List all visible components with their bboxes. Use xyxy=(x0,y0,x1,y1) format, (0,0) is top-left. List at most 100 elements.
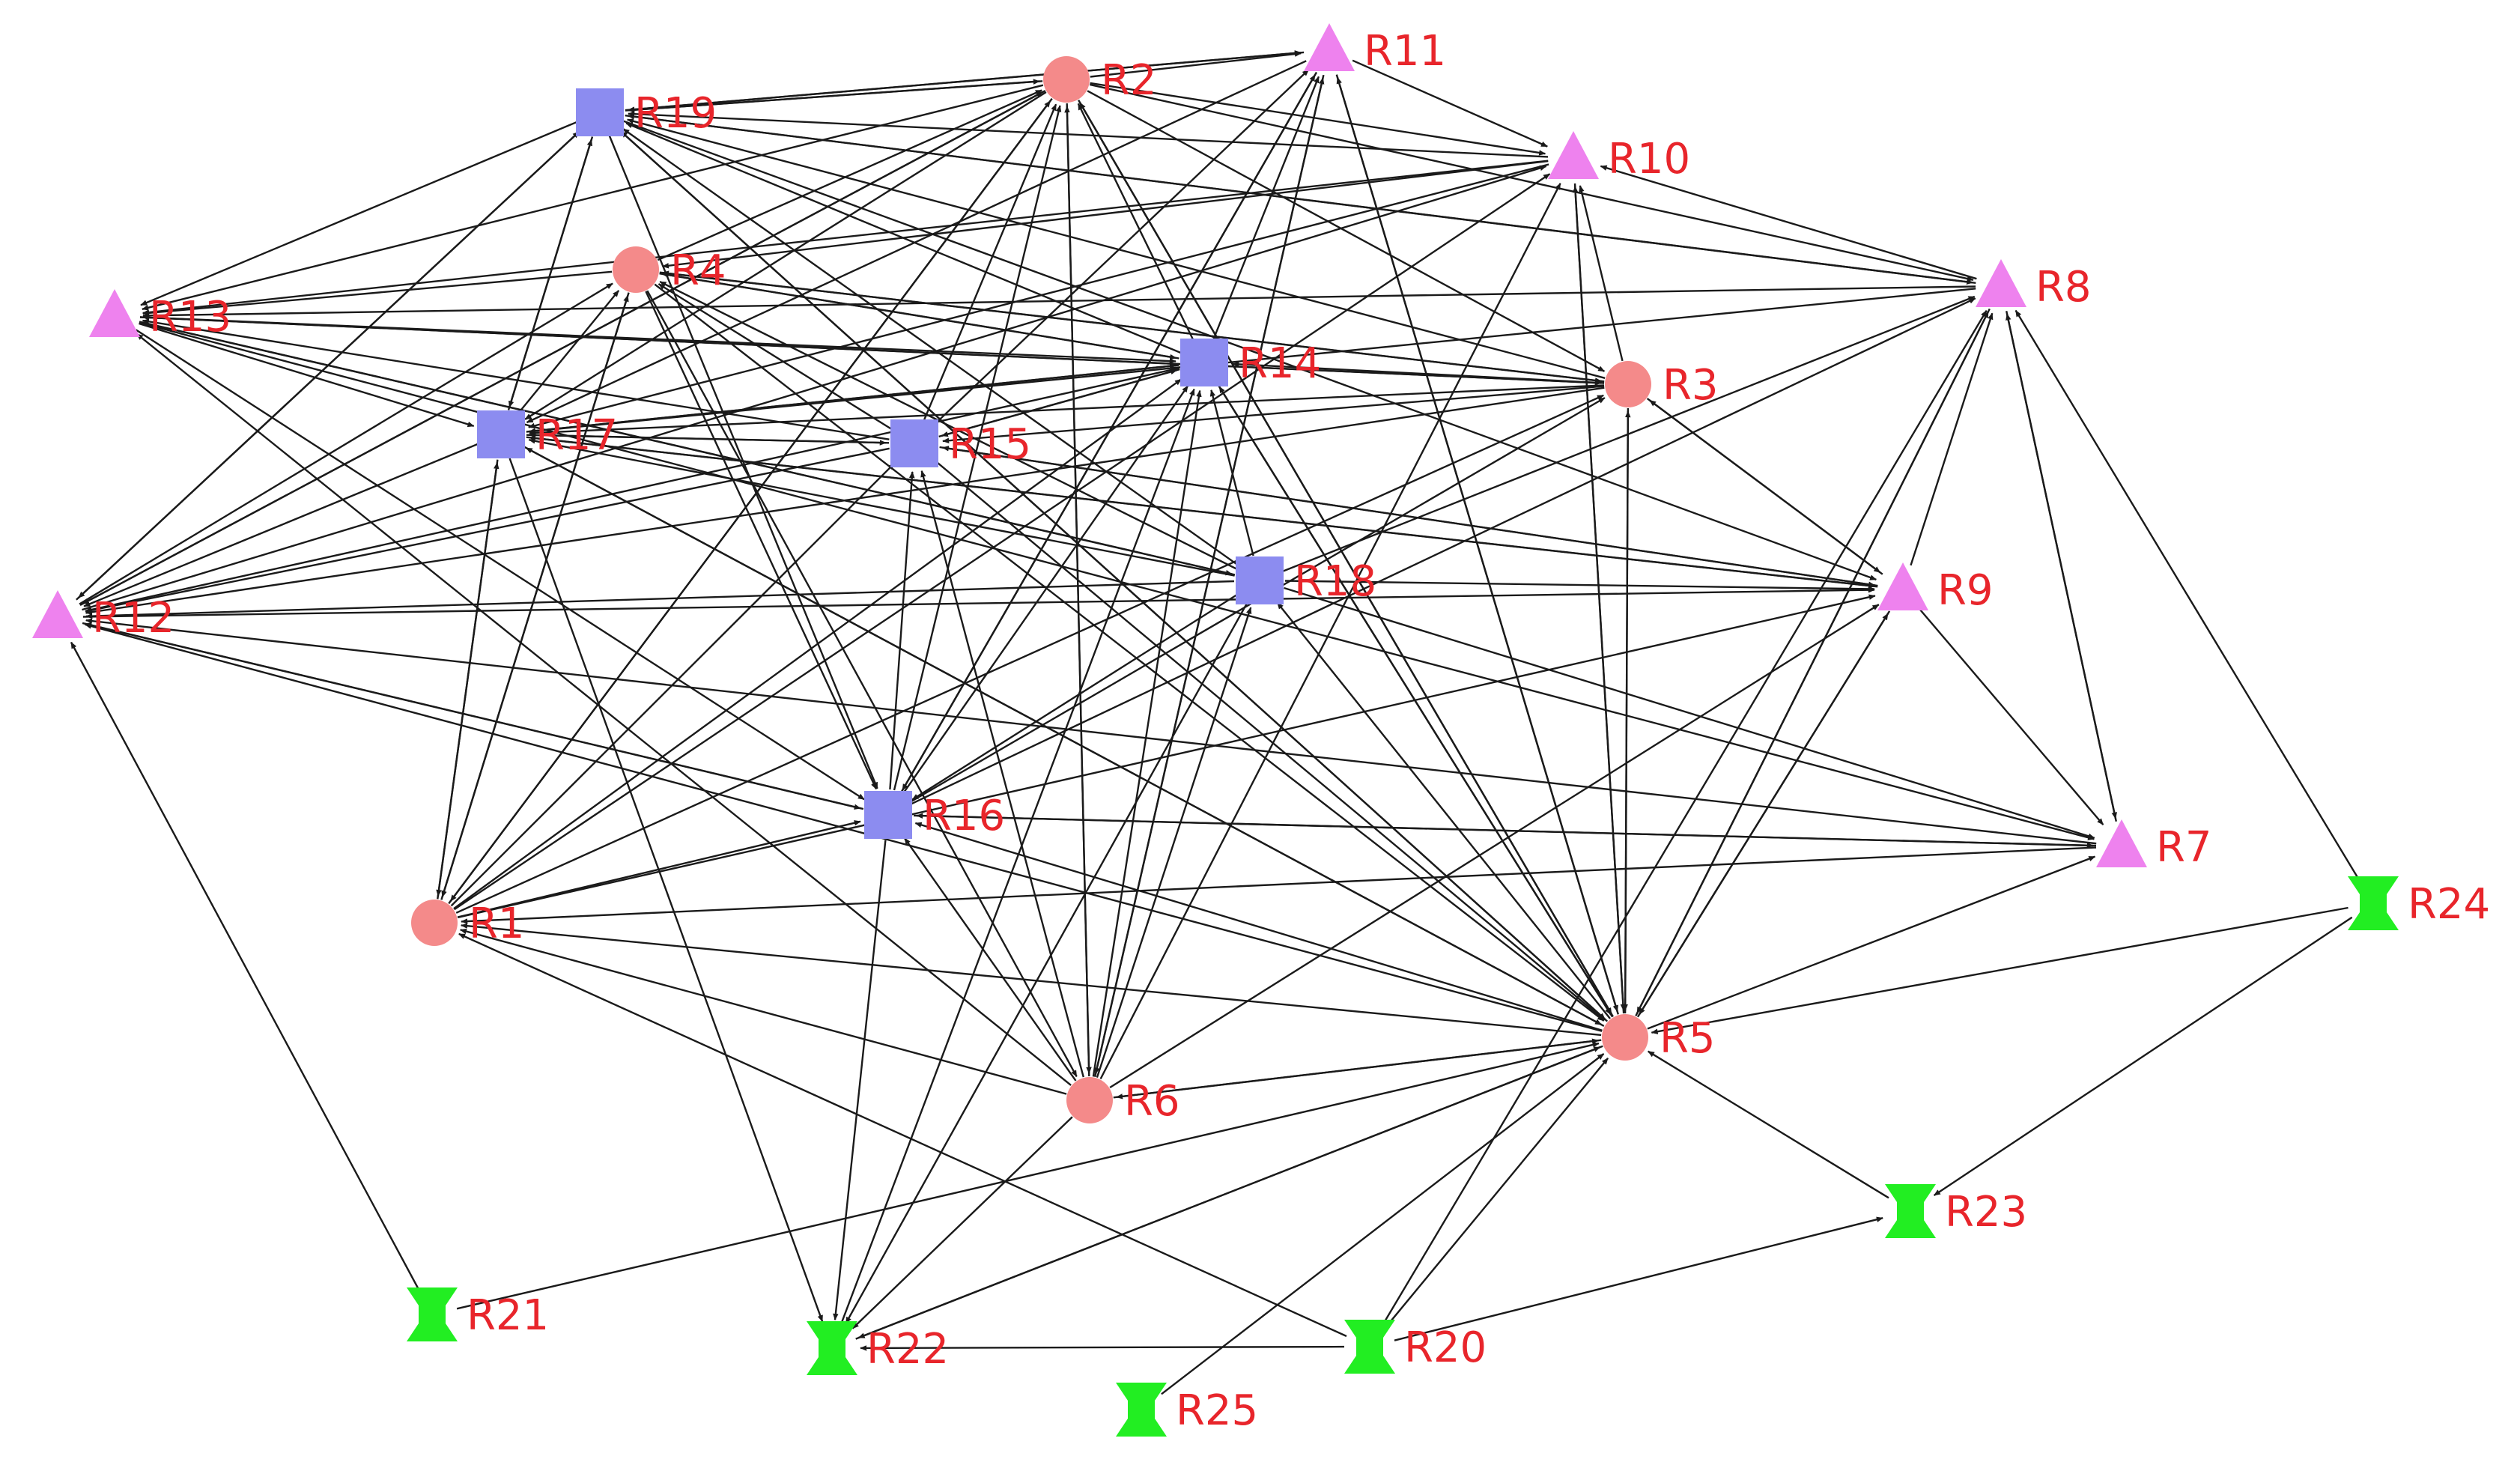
edge-r16-to-r7 xyxy=(913,814,2094,849)
edge-r7-to-r12 xyxy=(85,618,2097,845)
edge-r17-to-r12 xyxy=(83,443,479,607)
edge-r19-to-r5 xyxy=(618,128,1606,1020)
hourglass-node-marker xyxy=(2348,876,2399,930)
edge-r14-to-r2 xyxy=(1077,103,1194,340)
edge-r17-to-r4 xyxy=(516,290,620,416)
node-r12: R12 xyxy=(32,590,174,643)
edge-r14-to-r5 xyxy=(1216,383,1612,1016)
edge-r12-to-r4 xyxy=(79,282,613,605)
triangle-node-marker xyxy=(2096,819,2147,867)
edge-r8-to-r13 xyxy=(142,285,1976,319)
hourglass-node-marker xyxy=(1344,1320,1395,1374)
node-label: R21 xyxy=(467,1291,549,1340)
edge-r19-to-r11 xyxy=(625,50,1302,112)
node-r8: R8 xyxy=(1976,259,2092,312)
edge-r18-to-r12 xyxy=(85,580,1235,619)
edge-r6-to-r18 xyxy=(1096,607,1252,1078)
edge-r15-to-r11 xyxy=(932,69,1310,427)
edge-r6-to-r10 xyxy=(1099,183,1561,1080)
edge-r3-to-r15 xyxy=(942,385,1605,443)
edge-r6-to-r16 xyxy=(903,837,1077,1082)
triangle-node-marker xyxy=(1877,562,1928,610)
node-r24: R24 xyxy=(2348,876,2490,930)
edge-r14-to-r12 xyxy=(85,367,1180,613)
edge-r5-to-r3 xyxy=(1624,410,1631,1014)
circle-node-marker xyxy=(1066,1077,1113,1123)
node-label: R7 xyxy=(2156,823,2212,872)
edge-r1-to-r3 xyxy=(455,394,1604,914)
edge-r5-to-r16 xyxy=(914,822,1603,1031)
node-label: R5 xyxy=(1660,1014,1716,1063)
edge-r9-to-r5 xyxy=(1638,610,1891,1016)
node-label: R12 xyxy=(92,594,174,643)
edge-r20-to-r23 xyxy=(1394,1216,1883,1341)
node-r14: R14 xyxy=(1180,339,1321,388)
edge-r11-to-r10 xyxy=(1352,59,1548,148)
node-r13: R13 xyxy=(89,289,231,342)
edge-r3-to-r19 xyxy=(626,118,1606,379)
edge-r24-to-r5 xyxy=(1651,906,2349,1034)
edge-r16-to-r22 xyxy=(833,840,887,1320)
edge-r5-to-r18 xyxy=(1276,601,1611,1019)
node-r6: R6 xyxy=(1066,1077,1180,1126)
node-label: R24 xyxy=(2408,880,2490,929)
hourglass-node-marker xyxy=(807,1321,857,1375)
edge-r20-to-r8 xyxy=(1382,310,1988,1326)
edge-r15-to-r13 xyxy=(142,318,890,440)
node-r2: R2 xyxy=(1043,56,1157,105)
node-label: R10 xyxy=(1608,135,1690,184)
edge-r18-to-r9 xyxy=(1284,580,1875,592)
edge-r6-to-r5 xyxy=(1113,1038,1599,1099)
node-r19: R19 xyxy=(576,88,717,138)
edge-r16-to-r2 xyxy=(893,105,1062,791)
circle-node-marker xyxy=(411,900,458,946)
triangle-node-marker xyxy=(1304,23,1355,71)
node-label: R19 xyxy=(634,89,717,138)
edge-r15-to-r9 xyxy=(939,446,1876,587)
edge-r11-to-r17 xyxy=(526,60,1307,424)
edge-r8-to-r5 xyxy=(1636,308,1991,1014)
edge-r5-to-r7 xyxy=(1647,855,2096,1030)
edge-r4-to-r5 xyxy=(654,283,1605,1022)
edge-r13-to-r14 xyxy=(139,316,1176,364)
edge-r24-to-r8 xyxy=(2015,309,2361,882)
edge-r18-to-r13 xyxy=(142,321,1236,576)
edge-r11-to-r6 xyxy=(1094,74,1325,1075)
node-r22: R22 xyxy=(807,1321,949,1375)
edge-r20-to-r1 xyxy=(458,932,1347,1338)
edge-r10-to-r13 xyxy=(142,160,1549,315)
edge-r5-to-r12 xyxy=(84,623,1603,1032)
node-r25: R25 xyxy=(1116,1383,1258,1437)
square-node-marker xyxy=(576,88,624,136)
edge-r12-to-r9 xyxy=(82,586,1875,618)
edge-r19-to-r16 xyxy=(608,136,878,789)
edge-r4-to-r2 xyxy=(657,89,1042,261)
triangle-node-marker xyxy=(1548,131,1599,179)
node-label: R23 xyxy=(1945,1188,2027,1237)
edge-r6-to-r14 xyxy=(1092,389,1202,1077)
edge-r4-to-r16 xyxy=(645,291,878,790)
edge-r16-to-r8 xyxy=(911,297,1976,805)
edge-r12-to-r10 xyxy=(82,165,1547,611)
edge-r1-to-r9 xyxy=(457,594,1876,919)
edge-r18-to-r8 xyxy=(1283,295,1976,572)
square-node-marker xyxy=(864,791,912,839)
node-label: R13 xyxy=(149,293,231,342)
circle-node-marker xyxy=(1602,1014,1648,1061)
edge-r16-to-r14 xyxy=(902,385,1189,795)
edge-r18-to-r14 xyxy=(1209,389,1254,556)
triangle-node-marker xyxy=(1976,259,2026,307)
edge-r15-to-r14 xyxy=(938,368,1178,438)
node-label: R16 xyxy=(923,792,1005,840)
node-label: R17 xyxy=(535,411,618,460)
edge-r5-to-r1 xyxy=(461,923,1602,1037)
node-r1: R1 xyxy=(411,900,525,948)
node-label: R20 xyxy=(1404,1323,1487,1372)
edge-r21-to-r5 xyxy=(456,1042,1600,1310)
node-r23: R23 xyxy=(1885,1184,2027,1238)
node-label: R22 xyxy=(866,1325,949,1374)
node-r5: R5 xyxy=(1602,1014,1716,1063)
edges-layer xyxy=(70,50,2361,1395)
edge-r22-to-r14 xyxy=(840,388,1195,1325)
edge-r19-to-r9 xyxy=(623,120,1877,581)
